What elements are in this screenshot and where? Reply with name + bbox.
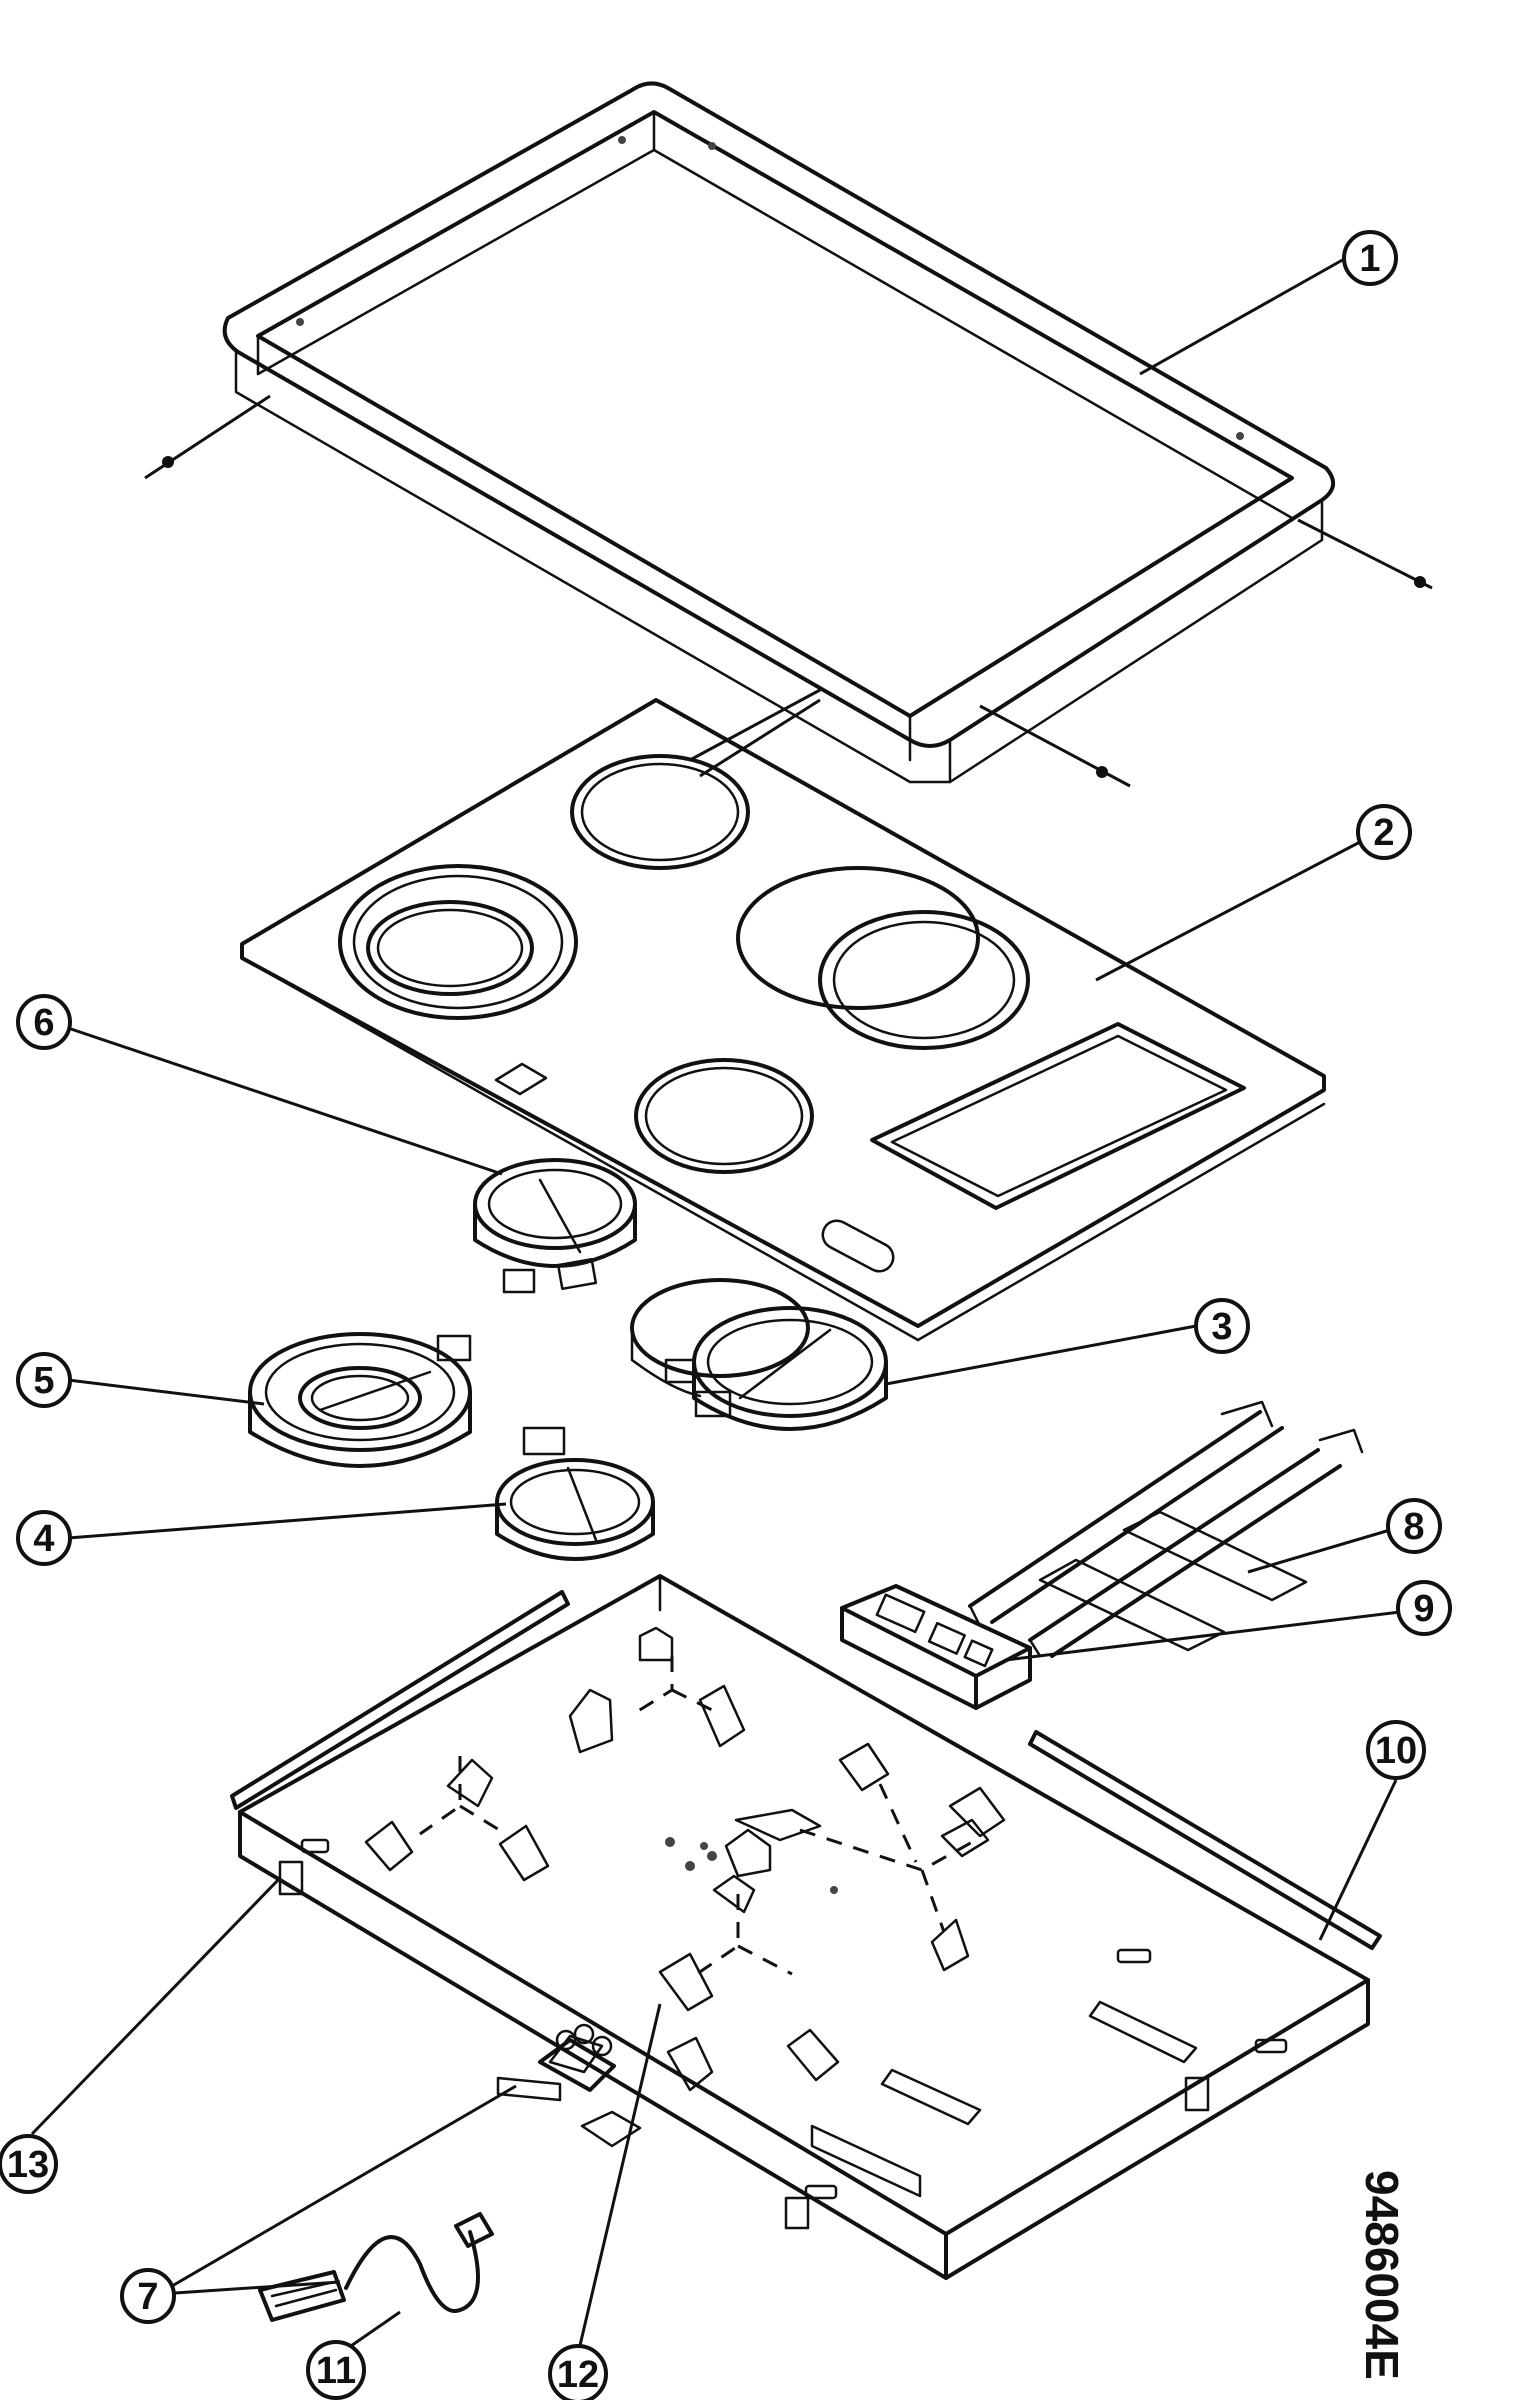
radiant-element-medium	[495, 1426, 655, 1561]
svg-text:12: 12	[557, 2354, 599, 2396]
radiant-element-large	[248, 1332, 472, 1468]
svg-text:4: 4	[33, 1518, 54, 1560]
terminal-block	[496, 2023, 616, 2102]
svg-text:2: 2	[1373, 812, 1394, 854]
glass-cooktop	[240, 698, 1326, 1342]
svg-text:8: 8	[1403, 1506, 1424, 1548]
part-callout-3: 3	[1194, 1298, 1250, 1354]
part-callout-1: 1	[1342, 230, 1398, 286]
radiant-element-dual	[630, 1278, 888, 1431]
svg-text:3: 3	[1211, 1306, 1232, 1348]
side-trim-strip	[230, 1590, 1382, 1950]
svg-text:10: 10	[1375, 1730, 1417, 1772]
part-callout-9: 9	[1396, 1580, 1452, 1636]
svg-text:9: 9	[1413, 1588, 1434, 1630]
part-callout-2: 2	[1356, 804, 1412, 860]
part-callout-4: 4	[16, 1510, 72, 1566]
part-callout-13: 13	[0, 2134, 58, 2194]
svg-text:7: 7	[137, 2276, 158, 2318]
part-callout-12: 12	[548, 2344, 608, 2400]
infinite-switch-set	[968, 1400, 1364, 1658]
trim-frame	[144, 81, 1433, 788]
part-callout-7: 7	[120, 2268, 176, 2324]
cooktop-base-pan	[238, 1574, 1370, 2280]
drawing-code: 9486004E	[1356, 2170, 1408, 2380]
svg-text:13: 13	[7, 2144, 49, 2186]
part-callout-8: 8	[1386, 1498, 1442, 1554]
part-callout-11: 11	[306, 2340, 366, 2400]
part-callout-5: 5	[16, 1352, 72, 1408]
part-callout-10: 10	[1366, 1720, 1426, 1780]
svg-text:1: 1	[1359, 238, 1380, 280]
radiant-element-small-rear	[473, 1158, 637, 1294]
part-callout-6: 6	[16, 994, 72, 1050]
wire-harness	[258, 2212, 494, 2322]
svg-text:6: 6	[33, 1002, 54, 1044]
leader-lines	[30, 256, 1401, 2355]
svg-text:11: 11	[316, 2350, 356, 2392]
clock-timer-module	[840, 1584, 1032, 1710]
svg-text:5: 5	[33, 1360, 54, 1402]
